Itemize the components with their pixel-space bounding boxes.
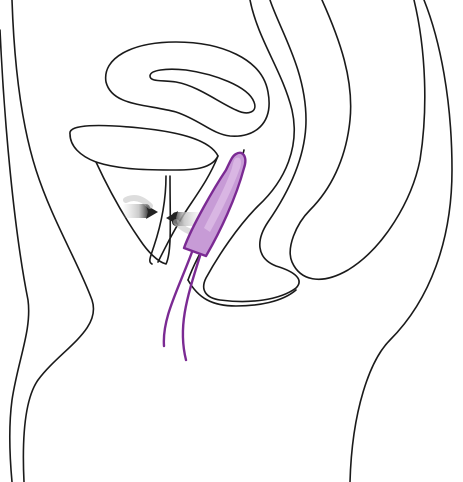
- sacrum-line: [290, 0, 425, 279]
- back-body-line: [350, 0, 452, 482]
- bladder-outline: [70, 126, 218, 170]
- front-skin-line: [0, 30, 29, 482]
- front-body-line: [12, 0, 94, 482]
- uterus-outline: [106, 42, 269, 136]
- uterine-cavity: [150, 69, 255, 113]
